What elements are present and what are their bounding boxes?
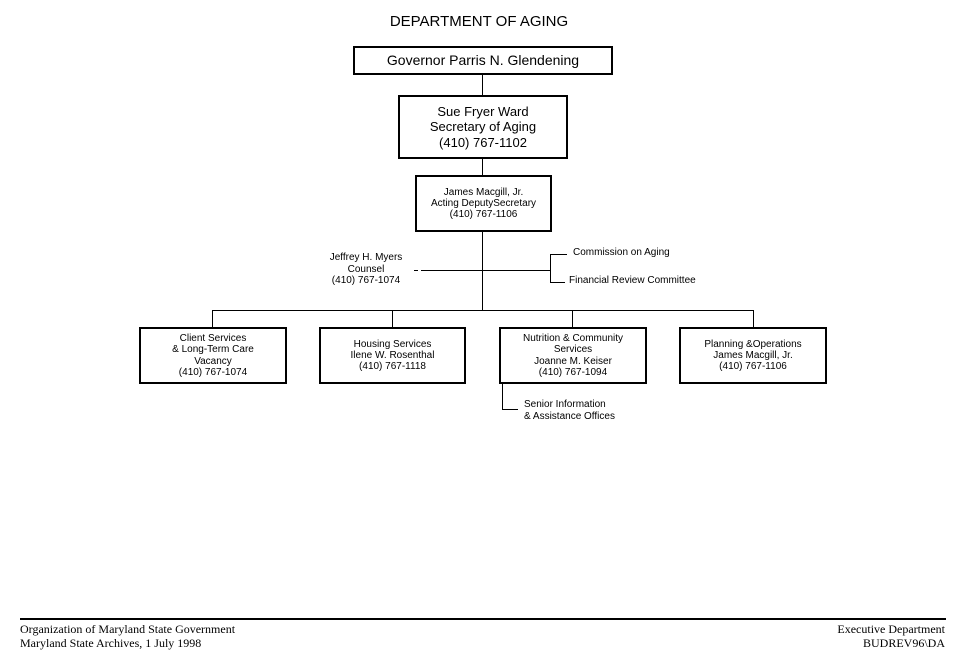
connector-commission-bracket <box>550 254 551 283</box>
client-services-line1: Client Services <box>179 333 247 345</box>
secretary-phone: (410) 767-1102 <box>439 134 527 150</box>
senior-info-line1: Senior Information <box>524 399 606 410</box>
governor-box: Governor Parris N. Glendening <box>353 46 613 75</box>
connector-drop-planning <box>753 310 754 328</box>
connector-governor-secretary <box>482 74 483 96</box>
connector-commission-financial <box>550 282 565 283</box>
deputy-box: James Macgill, Jr. Acting DeputySecretar… <box>415 175 552 232</box>
secretary-name: Sue Fryer Ward <box>437 104 529 119</box>
counsel-name: Jeffrey H. Myers <box>329 252 403 263</box>
connector-commission-aging <box>550 254 567 255</box>
planning-operations-line2: James Macgill, Jr. <box>713 349 793 361</box>
housing-services-line2: Ilene W. Rosenthal <box>350 349 435 361</box>
client-services-phone: (410) 767-1074 <box>178 366 248 378</box>
nutrition-services-line2: Services <box>553 344 593 356</box>
client-services-line2: & Long-Term Care <box>172 344 254 356</box>
footer-rule <box>20 618 946 620</box>
footer-right: Executive Department BUDREV96\DA <box>837 622 945 651</box>
counsel-title: Counsel <box>347 263 385 275</box>
financial-review-committee: Financial Review Committee <box>569 275 696 286</box>
commission-on-aging: Commission on Aging <box>573 247 670 258</box>
secretary-box: Sue Fryer Ward Secretary of Aging (410) … <box>398 95 568 159</box>
connector-deputy-trunk <box>482 232 483 310</box>
connector-counsel <box>421 270 551 271</box>
connector-senior-info <box>502 383 503 410</box>
footer-left: Organization of Maryland State Governmen… <box>20 622 235 651</box>
footer-left-line1: Organization of Maryland State Governmen… <box>20 622 236 636</box>
nutrition-services-line1: Nutrition & Community <box>522 333 624 345</box>
counsel-label: Jeffrey H. Myers Counsel (410) 767-1074 <box>300 252 432 287</box>
connector-counsel-tick <box>414 270 418 271</box>
page-title: DEPARTMENT OF AGING <box>389 13 569 30</box>
nutrition-services-phone: (410) 767-1094 <box>538 366 608 378</box>
connector-secretary-deputy <box>482 159 483 175</box>
planning-operations-phone: (410) 767-1106 <box>719 361 787 373</box>
nutrition-services-box: Nutrition & Community Services Joanne M.… <box>499 327 647 384</box>
counsel-phone: (410) 767-1074 <box>331 275 401 286</box>
senior-info-line2: & Assistance Offices <box>524 410 615 422</box>
deputy-name: James Macgill, Jr. <box>443 186 524 198</box>
client-services-line3: Vacancy <box>194 355 232 367</box>
senior-info-label: Senior Information & Assistance Offices <box>524 399 615 422</box>
connector-drop-client <box>212 310 213 328</box>
footer-right-line2: BUDREV96\DA <box>862 636 945 651</box>
planning-operations-box: Planning &Operations James Macgill, Jr. … <box>679 327 827 384</box>
deputy-title: Acting DeputySecretary <box>430 197 537 209</box>
planning-operations-line1: Planning &Operations <box>704 338 802 350</box>
connector-division-bus <box>212 310 754 311</box>
connector-drop-nutrition <box>572 310 573 328</box>
housing-services-phone: (410) 767-1118 <box>359 361 426 373</box>
secretary-title: Secretary of Aging <box>429 119 537 135</box>
deputy-phone: (410) 767-1106 <box>449 209 518 221</box>
footer-left-line2: Maryland State Archives, 1 July 1998 <box>20 636 202 651</box>
governor-name: Governor Parris N. Glendening <box>386 51 580 68</box>
footer-right-line1: Executive Department <box>837 622 945 636</box>
connector-drop-housing <box>392 310 393 328</box>
connector-senior-info-tick <box>502 409 518 410</box>
housing-services-box: Housing Services Ilene W. Rosenthal (410… <box>319 327 466 384</box>
nutrition-services-line3: Joanne M. Keiser <box>534 355 612 367</box>
client-services-box: Client Services & Long-Term Care Vacancy… <box>139 327 287 384</box>
housing-services-line1: Housing Services <box>353 338 432 350</box>
